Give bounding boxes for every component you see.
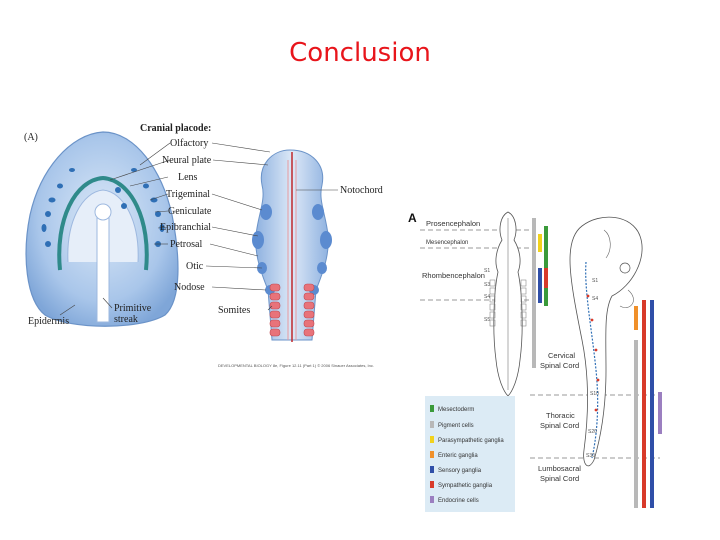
- legend-item: Mesectoderm: [430, 405, 474, 413]
- label-lumbosacral-1: Lumbosacral: [538, 464, 581, 473]
- lateral-embryo: [569, 216, 643, 467]
- label-somites: Somites: [218, 305, 250, 316]
- legend-swatch-endocrine: [430, 496, 434, 503]
- legend-label-sympathetic: Sympathetic ganglia: [438, 483, 493, 489]
- label-olfactory: Olfactory: [170, 138, 208, 149]
- seg-label-s30: S30: [586, 453, 595, 459]
- seg-label-s3: S3: [484, 282, 490, 288]
- label-lumbosacral-2: Spinal Cord: [540, 474, 579, 483]
- neural-plate-arc: [57, 175, 149, 271]
- label-cranial-placode: Cranial placode:: [140, 123, 211, 134]
- legend-label-enteric: Enteric ganglia: [438, 453, 478, 459]
- figure-b-panel-label: A: [408, 211, 417, 225]
- label-epidermis: Epidermis: [28, 316, 69, 327]
- label-lens: Lens: [178, 172, 198, 183]
- figure-b: A Prosencephalon Mesencephalon Rhombence…: [408, 211, 662, 512]
- label-streak: streak: [114, 314, 138, 325]
- legend-swatch-mesectoderm: [430, 405, 434, 412]
- legend-item: Sympathetic ganglia: [430, 481, 493, 489]
- figure-a-panel-label: (A): [24, 132, 38, 143]
- label-otic: Otic: [186, 261, 204, 272]
- legend-label-sensory: Sensory ganglia: [438, 468, 482, 474]
- legend-label-parasympathetic: Parasympathetic ganglia: [438, 438, 504, 444]
- label-nodose: Nodose: [174, 282, 205, 293]
- crest-red-dots: [586, 294, 600, 412]
- seg-label-s20: S20: [588, 429, 597, 435]
- seg-label-lat-s1: S1: [592, 278, 598, 284]
- primitive-streak: [96, 209, 110, 323]
- seg-label-s5: S5: [484, 317, 490, 323]
- legend-item: Endocrine cells: [430, 496, 479, 504]
- seg-label-s1: S1: [484, 268, 490, 274]
- dorsal-somites: [489, 279, 527, 327]
- legend-label-endocrine: Endocrine cells: [438, 498, 479, 504]
- legend-swatch-parasympathetic: [430, 436, 434, 443]
- legend-label-pigment: Pigment cells: [438, 423, 474, 429]
- legend-item: Parasympathetic ganglia: [430, 436, 504, 444]
- legend-item: Sensory ganglia: [430, 466, 482, 474]
- neural-crest-stream: [585, 261, 599, 459]
- seg-label-lat-s4: S4: [592, 296, 598, 302]
- legend-swatch-pigment: [430, 421, 434, 428]
- seg-label-s4: S4: [484, 294, 490, 300]
- region-bars-left: [532, 218, 548, 368]
- region-bars-right: [634, 300, 662, 508]
- label-petrosal: Petrosal: [170, 239, 202, 250]
- label-prosencephalon: Prosencephalon: [426, 219, 480, 228]
- legend-swatch-sensory: [430, 466, 434, 473]
- legend-swatch-enteric: [430, 451, 434, 458]
- label-geniculate: Geniculate: [168, 206, 212, 217]
- slide-title: Conclusion: [289, 38, 431, 68]
- legend-item: Enteric ganglia: [430, 451, 478, 459]
- legend-swatch-sympathetic: [430, 481, 434, 488]
- placode-dots: [41, 168, 165, 247]
- label-thoracic-1: Thoracic: [546, 411, 575, 420]
- label-epibranchial: Epibranchial: [160, 222, 211, 233]
- label-cervical-2: Spinal Cord: [540, 361, 579, 370]
- label-trigeminal: Trigeminal: [166, 189, 210, 200]
- label-rhombencephalon: Rhombencephalon: [422, 271, 485, 280]
- figure-a: (A): [24, 123, 383, 368]
- leader-lines: [59, 142, 338, 316]
- label-notochord: Notochord: [340, 185, 383, 196]
- ganglia-dots: [252, 204, 332, 295]
- label-neural-plate: Neural plate: [162, 155, 212, 166]
- somites: [269, 283, 315, 337]
- legend-box: [425, 396, 515, 512]
- figure-a-credit: DEVELOPMENTAL BIOLOGY 8e, Figure 12.11 (…: [218, 363, 374, 368]
- legend-label-mesectoderm: Mesectoderm: [438, 407, 474, 413]
- legend: Mesectoderm Pigment cells Parasympatheti…: [425, 396, 515, 512]
- seg-label-s10: S10: [590, 391, 599, 397]
- label-cervical-1: Cervical: [548, 351, 575, 360]
- legend-item: Pigment cells: [430, 421, 474, 429]
- label-thoracic-2: Spinal Cord: [540, 421, 579, 430]
- label-primitive: Primitive: [114, 303, 152, 314]
- label-mesencephalon: Mesencephalon: [426, 240, 468, 246]
